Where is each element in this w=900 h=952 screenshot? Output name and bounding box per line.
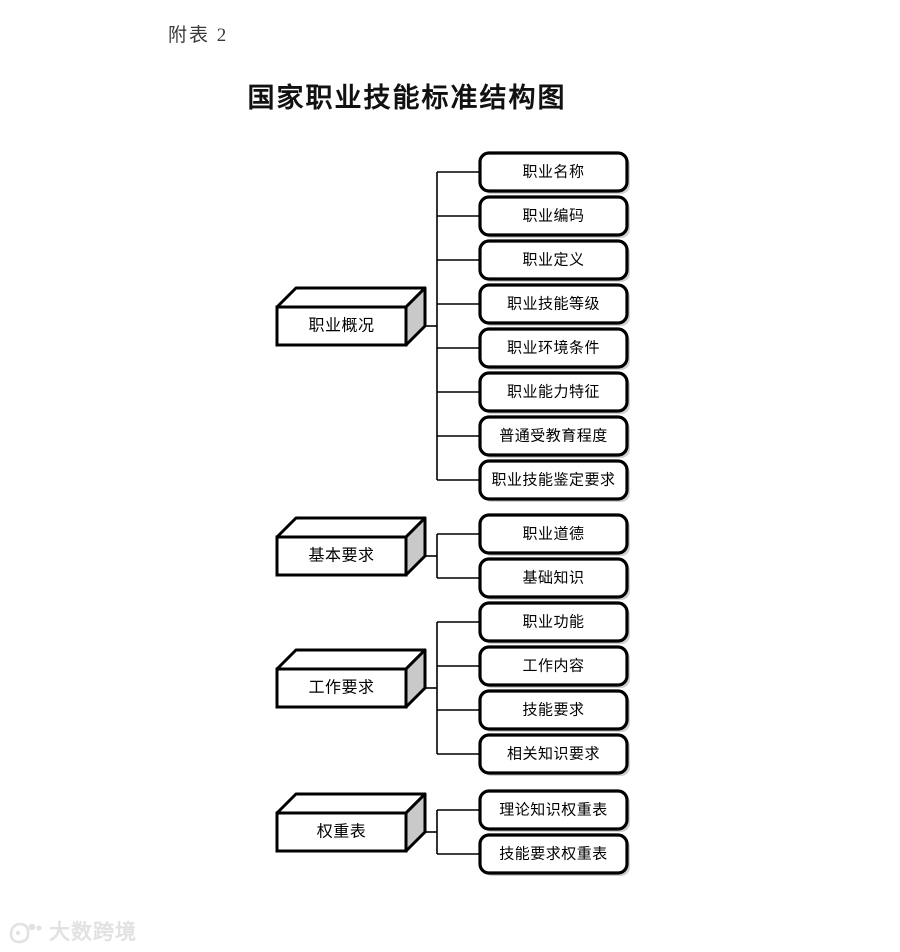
- node-group-occupation-overview-parent[interactable]: [275, 286, 427, 347]
- node-child-0-1-label: 职业编码: [522, 207, 584, 224]
- node-child-2-0-label: 职业功能: [522, 613, 584, 630]
- node-group-work-requirements-parent[interactable]: [275, 648, 427, 709]
- attachment-label: 附表 2: [168, 25, 229, 46]
- watermark: 大数跨境: [8, 920, 137, 944]
- node-child-1-0-label: 职业道德: [522, 524, 584, 542]
- node-child-3-1-label: 技能要求权重表: [499, 845, 608, 862]
- node-child-0-5-label: 职业能力特征: [507, 383, 600, 400]
- group-basic-requirements-connectors: [425, 533, 480, 579]
- node-child-0-0[interactable]: [478, 151, 630, 194]
- node-child-0-3[interactable]: [478, 283, 630, 326]
- node-child-0-6[interactable]: [478, 415, 630, 458]
- node-child-0-0-label: 职业名称: [522, 163, 584, 180]
- node-group-weight-tables-parent[interactable]: [275, 792, 427, 853]
- node-child-2-2-label: 技能要求: [522, 701, 584, 718]
- node-child-0-1[interactable]: [478, 195, 630, 238]
- node-group-weight-tables-parent-label: 权重表: [317, 823, 367, 841]
- node-child-1-1-label: 基础知识: [522, 569, 584, 586]
- node-child-0-3-label: 职业技能等级: [507, 294, 600, 312]
- page-title: 国家职业技能标准结构图: [0, 76, 900, 115]
- node-child-3-1[interactable]: [478, 833, 630, 876]
- group-weight-tables-connectors: [425, 809, 480, 855]
- node-group-basic-requirements-parent[interactable]: [275, 516, 427, 577]
- node-child-0-7-label: 职业技能鉴定要求: [491, 471, 615, 488]
- node-child-0-5[interactable]: [478, 371, 630, 414]
- node-group-work-requirements-parent-label: 工作要求: [308, 679, 374, 697]
- watermark-text: 大数跨境: [49, 919, 137, 944]
- node-group-basic-requirements-parent-label: 基本要求: [308, 547, 374, 565]
- node-child-1-0[interactable]: [478, 513, 630, 556]
- node-child-2-1-label: 工作内容: [522, 657, 584, 674]
- node-child-2-3[interactable]: [478, 733, 630, 776]
- node-child-0-4-label: 职业环境条件: [507, 338, 600, 356]
- node-child-0-7[interactable]: [478, 459, 630, 502]
- node-child-2-2[interactable]: [478, 689, 630, 732]
- node-child-0-2-label: 职业定义: [522, 251, 584, 268]
- node-group-occupation-overview-parent-label: 职业概况: [308, 317, 374, 335]
- node-child-0-6-label: 普通受教育程度: [499, 427, 608, 444]
- page-title-text: 国家职业技能标准结构图: [247, 83, 567, 113]
- node-child-0-2[interactable]: [478, 239, 630, 282]
- paw-logo-icon: [9, 922, 42, 944]
- node-child-2-3-label: 相关知识要求: [507, 745, 600, 762]
- node-child-0-4[interactable]: [478, 327, 630, 370]
- group-occupation-overview-connectors: [425, 171, 480, 481]
- node-child-1-1[interactable]: [478, 557, 630, 600]
- node-child-2-1[interactable]: [478, 645, 630, 688]
- node-child-2-0[interactable]: [478, 601, 630, 644]
- node-child-3-0-label: 理论知识权重表: [499, 801, 608, 818]
- group-work-requirements-connectors: [425, 621, 480, 755]
- node-child-3-0[interactable]: [478, 789, 630, 832]
